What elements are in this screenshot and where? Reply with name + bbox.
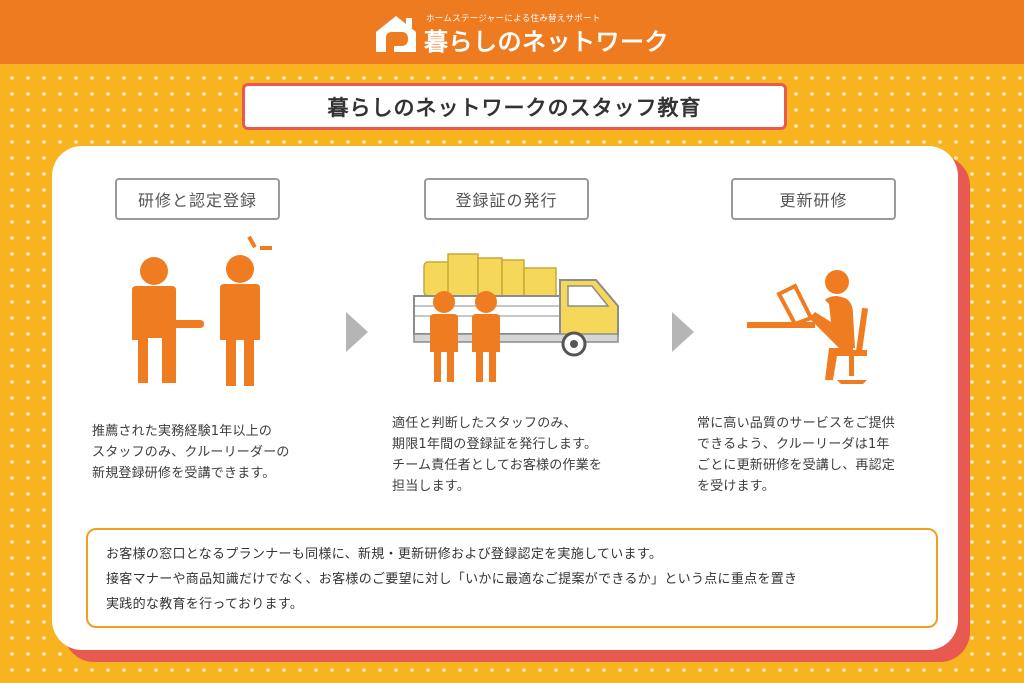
arrow-right-icon <box>346 312 368 352</box>
note-line: 接客マナーや商品知識だけでなく、お客様のご要望に対し「いかに最適なご提案ができる… <box>106 572 798 587</box>
logo-tagline: ホームステージャーによる住み替えサポート <box>426 14 601 24</box>
step-label-renewal: 更新研修 <box>731 178 896 220</box>
step-label-training: 研修と認定登録 <box>115 178 280 220</box>
note-box: お客様の窓口となるプランナーも同様に、新規・更新研修および登録認定を実施していま… <box>86 528 938 628</box>
step-text-training: 推薦された実務経験1年以上の スタッフのみ、クルーリーダーの 新規登録研修を受講… <box>92 424 290 481</box>
step-text-renewal: 常に高い品質のサービスをご提供 できるよう、クルーリーダは1年 ごとに更新研修を… <box>697 416 896 494</box>
header: ホームステージャーによる住み替えサポート 暮らしのネットワーク <box>0 0 1024 64</box>
house-logo-icon <box>376 16 416 52</box>
truck-staff-icon <box>413 253 619 382</box>
two-people-icon <box>132 235 272 386</box>
step-label-certificate: 登録証の発行 <box>424 178 589 220</box>
arrow-right-icon <box>672 312 694 352</box>
page-title: 暮らしのネットワークのスタッフ教育 <box>242 83 787 130</box>
step-text-certificate: 適任と判断したスタッフのみ、 期限1年間の登録証を発行します。 チーム責任者とし… <box>392 416 603 494</box>
note-line: お客様の窓口となるプランナーも同様に、新規・更新研修および登録認定を実施していま… <box>106 547 663 562</box>
logo-brand-name: 暮らしのネットワーク <box>424 28 669 56</box>
note-line: 実践的な教育を行っております。 <box>106 597 304 612</box>
desk-study-icon <box>747 270 869 384</box>
brand-logo[interactable]: ホームステージャーによる住み替えサポート 暮らしのネットワーク <box>372 10 669 56</box>
